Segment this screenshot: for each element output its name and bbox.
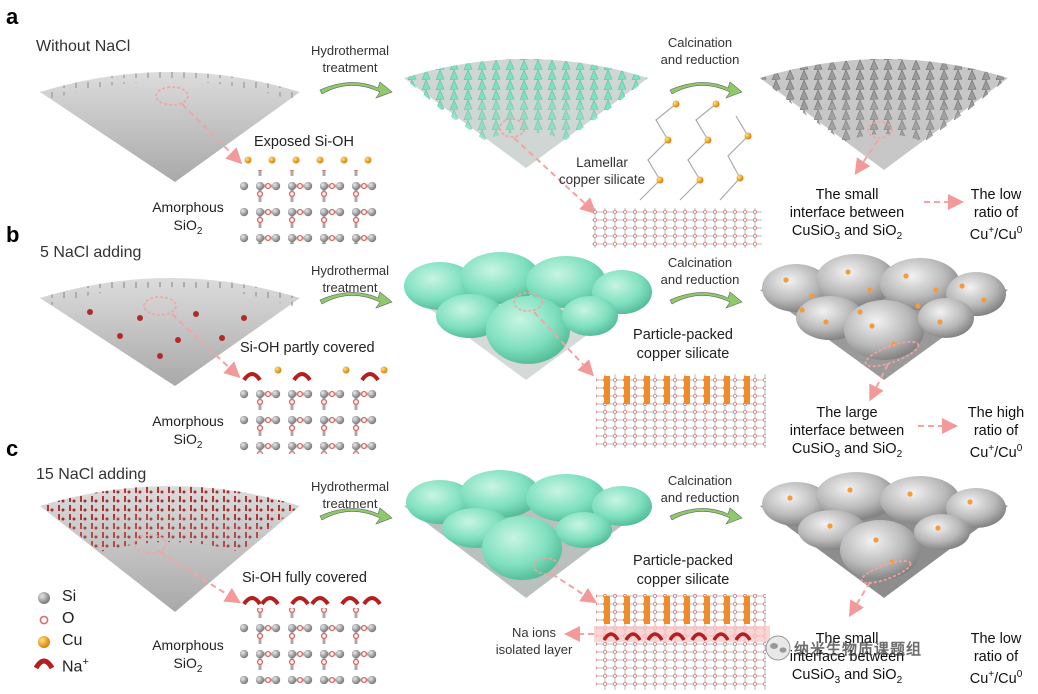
surface-label-c: Si-OH fully covered bbox=[242, 570, 367, 586]
condition-c: 15 NaCl adding bbox=[36, 466, 147, 483]
silicate-particles-b bbox=[404, 252, 652, 364]
silica-surface-a1 bbox=[40, 72, 300, 182]
legend-cu-label: Cu bbox=[62, 632, 83, 649]
silica-surface-b1 bbox=[40, 278, 300, 386]
surface-label-b: Si-OH partly covered bbox=[240, 340, 375, 356]
step-arrow-a2 bbox=[669, 81, 743, 99]
lattice-a-product bbox=[592, 208, 762, 248]
legend-cu-marker bbox=[38, 636, 50, 648]
surface-oh-a bbox=[244, 156, 372, 164]
watermark-text: 纳米生物质课题组 bbox=[794, 641, 923, 658]
condition-b: 5 NaCl adding bbox=[40, 244, 142, 261]
panel-b bbox=[40, 252, 1008, 454]
na-caps-b bbox=[242, 372, 380, 382]
condition-a: Without NaCl bbox=[36, 38, 131, 55]
step-arrow-a1 bbox=[319, 81, 393, 99]
legend-o-marker bbox=[39, 615, 49, 625]
lamellar-chain bbox=[639, 103, 749, 201]
step-arrow-b2 bbox=[669, 291, 743, 309]
legend-na-label: Na+ bbox=[62, 656, 89, 676]
step-arrow-b1 bbox=[319, 291, 393, 309]
surface-label-a: Exposed Si-OH bbox=[254, 134, 354, 150]
step-arrow-c2 bbox=[669, 507, 743, 525]
panel-letter-a: a bbox=[6, 4, 19, 29]
panel-letter-b: b bbox=[6, 222, 20, 247]
silicate-particles-c bbox=[406, 470, 652, 580]
calcined-particles-b bbox=[762, 254, 1006, 360]
calcined-particles-c bbox=[762, 472, 1006, 580]
legend-markers bbox=[33, 592, 55, 670]
lattice-b-product bbox=[596, 374, 766, 448]
panel-letter-c: c bbox=[6, 436, 19, 461]
lattice-b bbox=[240, 384, 380, 454]
watermark-logo-icon bbox=[765, 635, 791, 661]
panel-c bbox=[40, 470, 1008, 690]
step-arrow-c1 bbox=[319, 507, 393, 525]
legend-si-marker bbox=[38, 592, 50, 604]
legend-na-marker bbox=[33, 658, 55, 670]
legend-o-label: O bbox=[62, 610, 75, 627]
lattice-a bbox=[240, 170, 380, 244]
lattice-c bbox=[240, 608, 380, 684]
panel-a bbox=[40, 59, 1008, 248]
legend-si-label: Si bbox=[62, 588, 77, 605]
na-caps-c bbox=[242, 596, 382, 606]
